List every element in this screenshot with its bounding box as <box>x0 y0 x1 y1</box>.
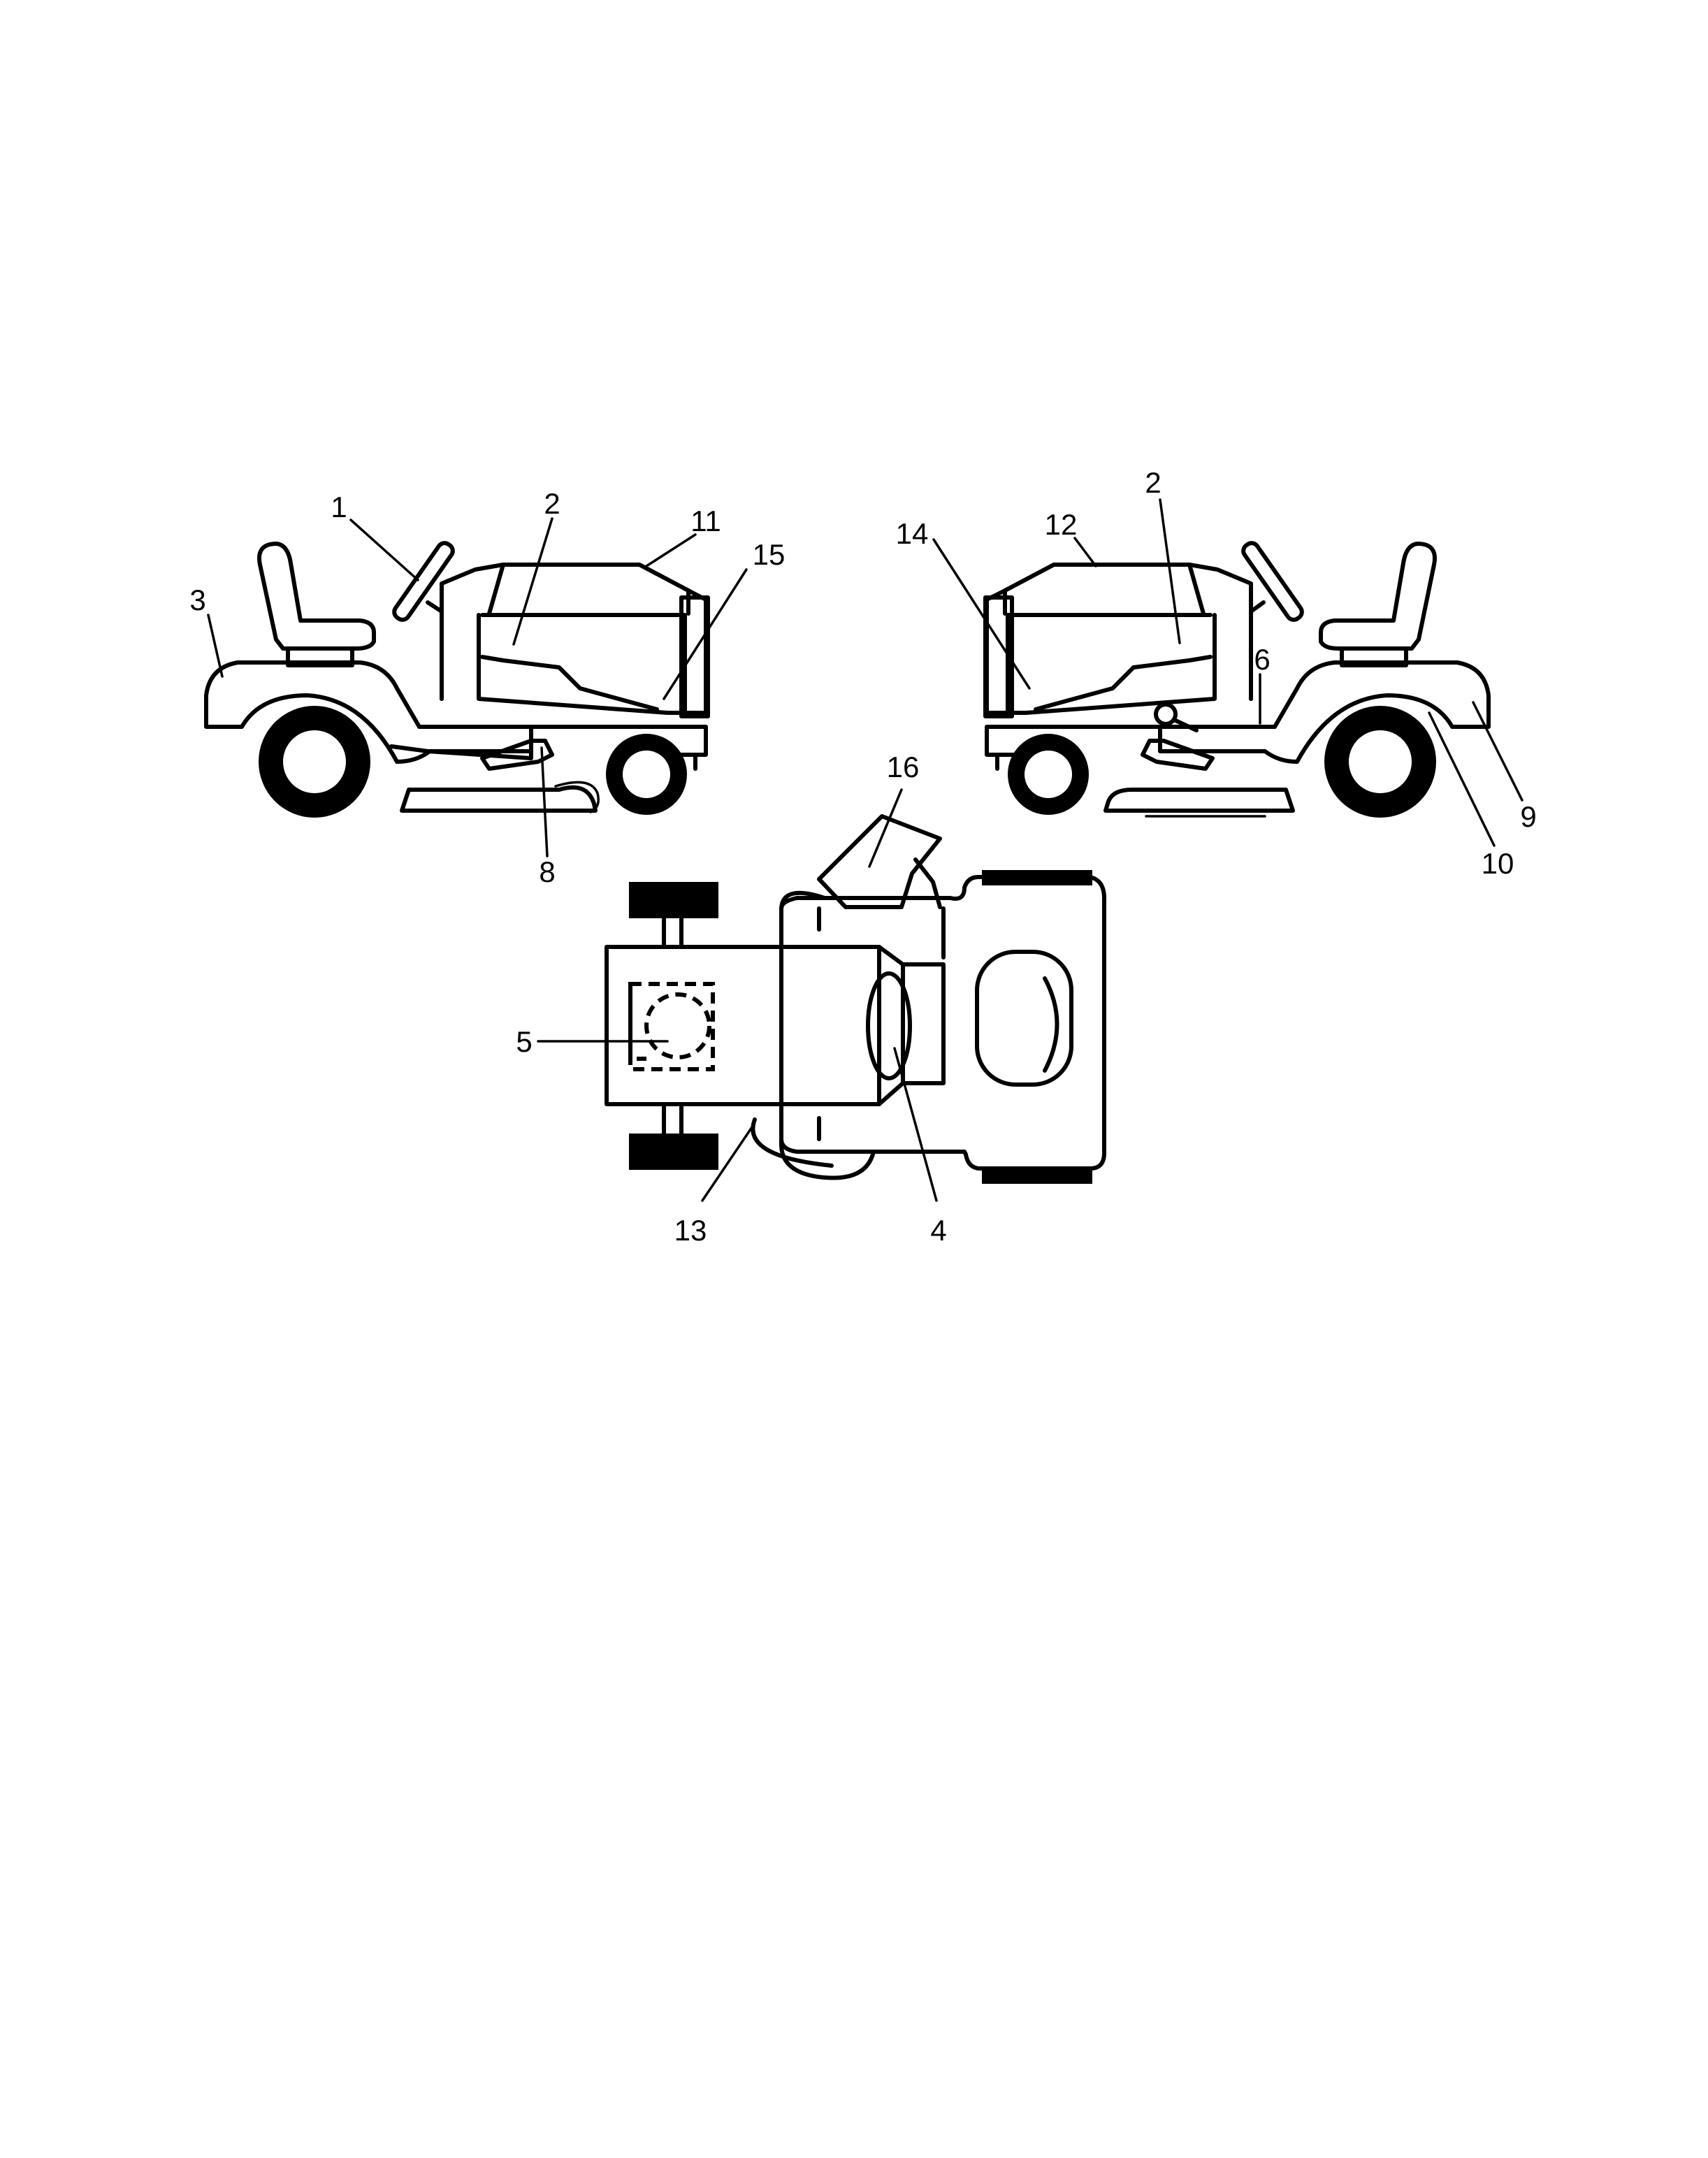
callout-14: 14 <box>896 517 929 550</box>
hood-right <box>1006 613 1217 715</box>
seat-base <box>286 646 354 667</box>
rear-wheel-top-lower <box>982 1168 1092 1184</box>
steering-wheel-right <box>1241 541 1304 622</box>
grille <box>679 595 710 718</box>
footboard <box>389 725 533 760</box>
seat-right <box>1319 542 1437 651</box>
seat <box>257 542 376 651</box>
mower-deck-right <box>1103 788 1295 813</box>
tractor-top-view <box>605 814 1106 1184</box>
hood-top <box>487 563 690 616</box>
callout-15: 15 <box>753 538 786 571</box>
body-top <box>779 875 1106 1171</box>
rear-fender <box>204 660 533 764</box>
foot-pedal <box>480 739 554 771</box>
callout-6: 6 <box>1254 643 1270 676</box>
steering-wheel <box>392 541 455 622</box>
dash-panel-right <box>985 563 1253 715</box>
callout-16: 16 <box>887 751 920 783</box>
discharge-chute <box>817 814 942 909</box>
callout-10: 10 <box>1482 847 1514 880</box>
callout-3: 3 <box>189 584 205 616</box>
hood-rear-taper <box>877 945 905 1106</box>
seat-top <box>975 950 1073 1087</box>
callout-9: 9 <box>1520 800 1536 833</box>
hood-top-view <box>605 945 881 1106</box>
mower-deck <box>400 785 598 813</box>
tractor-left-side-view <box>204 541 710 818</box>
hood-decal-outline <box>628 982 715 1071</box>
callout-13: 13 <box>674 1214 707 1247</box>
grille-right <box>983 595 1014 718</box>
front-wheel-top-upper <box>629 882 718 918</box>
foot-pedal-right <box>1141 739 1215 771</box>
callout-numbers: 1 2 3 11 15 8 2 12 14 6 9 10 16 5 13 4 <box>189 466 1536 1247</box>
front-wheel-top-lower <box>629 1134 718 1170</box>
steering-wheel-top <box>866 971 912 1080</box>
mower-deck-top <box>779 890 876 1180</box>
callout-11: 11 <box>690 505 721 537</box>
leader-lines <box>207 498 1524 1202</box>
callout-1: 1 <box>331 491 347 523</box>
callout-8: 8 <box>539 855 555 888</box>
hood <box>477 613 687 715</box>
dash-top <box>901 962 946 1085</box>
dash-panel <box>440 563 708 715</box>
hood-side-panel <box>480 655 659 711</box>
callout-5: 5 <box>516 1025 532 1058</box>
callout-2-right: 2 <box>1145 466 1161 499</box>
tractor-right-side-view <box>983 541 1491 818</box>
rear-fender-right <box>1158 660 1491 764</box>
callout-2-left: 2 <box>544 487 560 520</box>
callout-4: 4 <box>930 1214 946 1247</box>
callout-12: 12 <box>1045 508 1078 541</box>
lift-lever-knob <box>1154 702 1178 726</box>
